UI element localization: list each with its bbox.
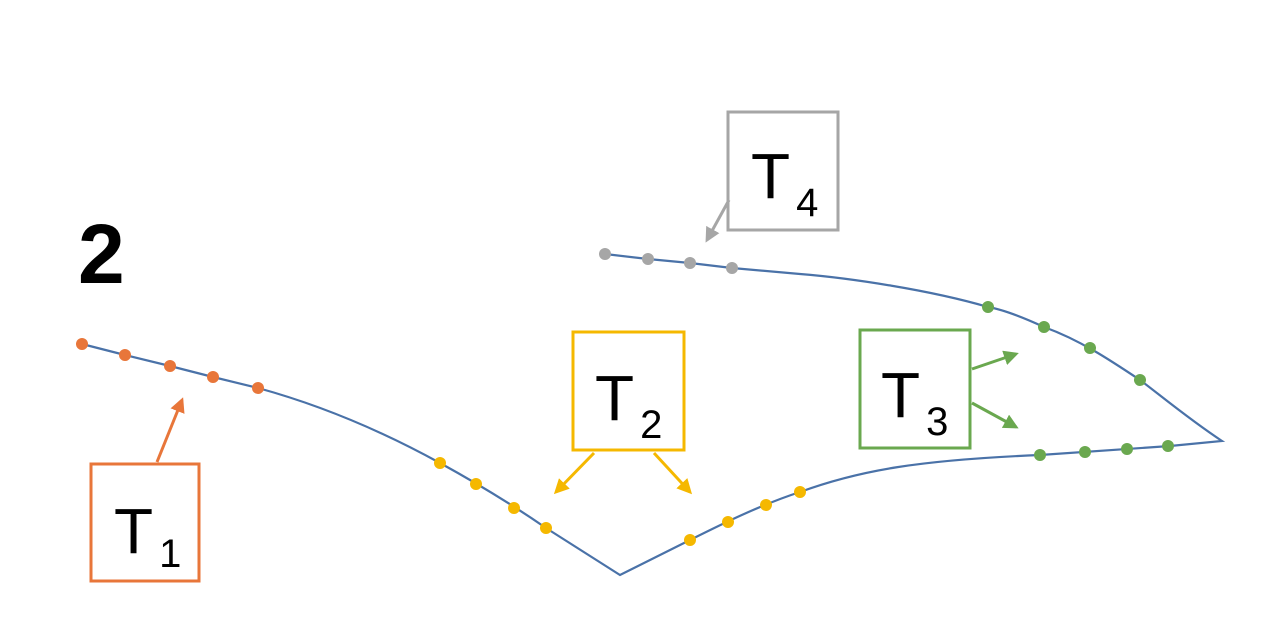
t2-point bbox=[722, 516, 734, 528]
t1-points bbox=[76, 338, 264, 394]
t2-arrow-left bbox=[553, 451, 596, 495]
t4-point bbox=[726, 262, 738, 274]
t1-letter: T bbox=[114, 495, 153, 567]
t3-subscript: 3 bbox=[926, 400, 948, 444]
t3-point bbox=[1038, 321, 1050, 333]
t1-point bbox=[76, 338, 88, 350]
t1-point bbox=[207, 371, 219, 383]
t2-letter: T bbox=[595, 362, 634, 434]
t3-point bbox=[1134, 374, 1146, 386]
t2-subscript: 2 bbox=[640, 403, 662, 447]
svg-text:T1: T1 bbox=[114, 495, 181, 576]
t2-arrow-right bbox=[652, 451, 693, 495]
t3-point bbox=[1079, 446, 1091, 458]
t1-point bbox=[252, 382, 264, 394]
t2-point bbox=[470, 478, 482, 490]
t1-point bbox=[164, 360, 176, 372]
t4-subscript: 4 bbox=[796, 181, 818, 225]
t1-subscript: 1 bbox=[159, 532, 181, 576]
t2-point bbox=[684, 534, 696, 546]
svg-text:T3: T3 bbox=[881, 359, 948, 444]
t3-point bbox=[1162, 440, 1174, 452]
t4-arrow bbox=[705, 199, 731, 243]
t1-point bbox=[119, 349, 131, 361]
t3-point bbox=[1121, 443, 1133, 455]
t3-arrow-lower bbox=[971, 401, 1019, 429]
t4-points bbox=[599, 248, 738, 274]
t2-point bbox=[434, 457, 446, 469]
t3-point bbox=[1084, 342, 1096, 354]
t3-letter: T bbox=[881, 359, 920, 431]
t3-arrow-upper bbox=[971, 350, 1019, 371]
t1-arrow bbox=[155, 397, 185, 463]
t4-letter: T bbox=[751, 140, 790, 212]
t2-points bbox=[434, 457, 806, 546]
t3-points bbox=[982, 301, 1174, 461]
figure-number: 2 bbox=[78, 207, 125, 301]
t3-point bbox=[982, 301, 994, 313]
t2-point bbox=[540, 522, 552, 534]
t4-point bbox=[684, 257, 696, 269]
t2-point bbox=[794, 486, 806, 498]
t4-point bbox=[642, 253, 654, 265]
t3-point bbox=[1034, 449, 1046, 461]
t4-point bbox=[599, 248, 611, 260]
svg-text:T4: T4 bbox=[751, 140, 818, 225]
t2-point bbox=[760, 499, 772, 511]
t2-point bbox=[508, 502, 520, 514]
svg-text:T2: T2 bbox=[595, 362, 662, 447]
